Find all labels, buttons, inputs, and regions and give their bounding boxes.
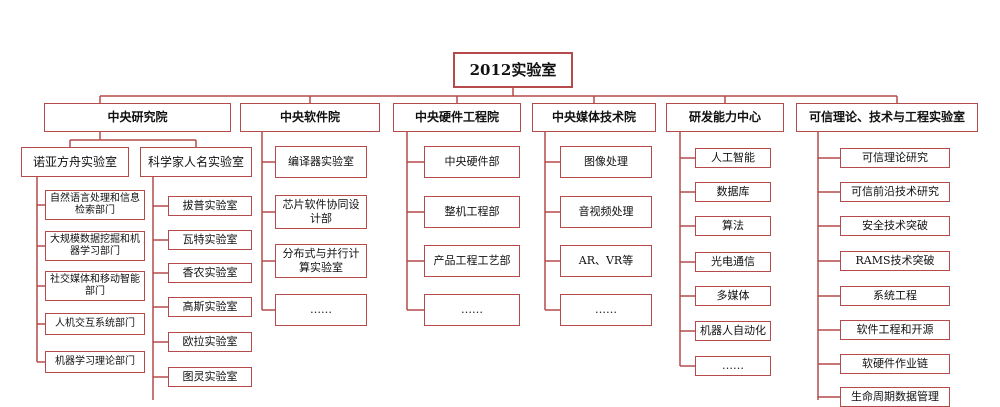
rd-child-robotics: 机器人自动化: [695, 321, 771, 341]
hardware-child-machine: 整机工程部: [424, 196, 520, 228]
hardware-child-more: ……: [424, 294, 520, 326]
scientist-child-5: 欧拉实验室: [168, 332, 252, 352]
noah-child-datamining: 大规模数据挖掘和机器学习部门: [45, 231, 145, 261]
rd-child-database: 数据库: [695, 182, 771, 202]
rd-child-algorithm: 算法: [695, 216, 771, 236]
dept-central-hardware: 中央硬件工程院: [393, 103, 521, 132]
noah-child-ml-theory: 机器学习理论部门: [45, 351, 145, 373]
trust-child-frontier: 可信前沿技术研究: [840, 182, 950, 202]
software-child-chip-codesign: 芯片软件协同设计部: [275, 195, 367, 229]
dept-trust-lab: 可信理论、技术与工程实验室: [796, 103, 978, 132]
rd-child-more: ……: [695, 356, 771, 376]
rd-child-ai: 人工智能: [695, 148, 771, 168]
scientist-child-2: 瓦特实验室: [168, 230, 252, 250]
software-child-more: ……: [275, 294, 367, 326]
trust-child-toolchain: 软硬件作业链: [840, 354, 950, 374]
trust-child-lifecycle: 生命周期数据管理: [840, 387, 950, 407]
dept-central-media: 中央媒体技术院: [532, 103, 656, 132]
noah-lab: 诺亚方舟实验室: [21, 147, 129, 177]
noah-child-hci: 人机交互系统部门: [45, 313, 145, 335]
trust-child-software-oss: 软件工程和开源: [840, 320, 950, 340]
scientist-child-4: 高斯实验室: [168, 297, 252, 317]
rd-child-multimedia: 多媒体: [695, 286, 771, 306]
trust-child-systems: 系统工程: [840, 286, 950, 306]
noah-child-social: 社交媒体和移动智能部门: [45, 271, 145, 301]
software-child-distributed: 分布式与并行计算实验室: [275, 244, 367, 278]
media-child-arvr: AR、VR等: [560, 245, 652, 277]
scientist-child-3: 香农实验室: [168, 263, 252, 283]
trust-child-security: 安全技术突破: [840, 216, 950, 236]
noah-child-nlp: 自然语言处理和信息检索部门: [45, 190, 145, 220]
dept-rd-center: 研发能力中心: [666, 103, 784, 132]
dept-central-software: 中央软件院: [240, 103, 380, 132]
trust-child-theory: 可信理论研究: [840, 148, 950, 168]
scientist-child-6: 图灵实验室: [168, 367, 252, 387]
scientist-child-1: 拔普实验室: [168, 196, 252, 216]
media-child-more: ……: [560, 294, 652, 326]
hardware-child-process: 产品工程工艺部: [424, 245, 520, 277]
dept-central-research: 中央研究院: [44, 103, 231, 132]
rd-child-optical: 光电通信: [695, 252, 771, 272]
media-child-av: 音视频处理: [560, 196, 652, 228]
scientist-lab: 科学家人名实验室: [140, 147, 252, 177]
root-node: 2012实验室: [453, 52, 573, 88]
hardware-child-central: 中央硬件部: [424, 146, 520, 178]
media-child-image: 图像处理: [560, 146, 652, 178]
software-child-compiler: 编译器实验室: [275, 146, 367, 178]
trust-child-rams: RAMS技术突破: [840, 251, 950, 271]
